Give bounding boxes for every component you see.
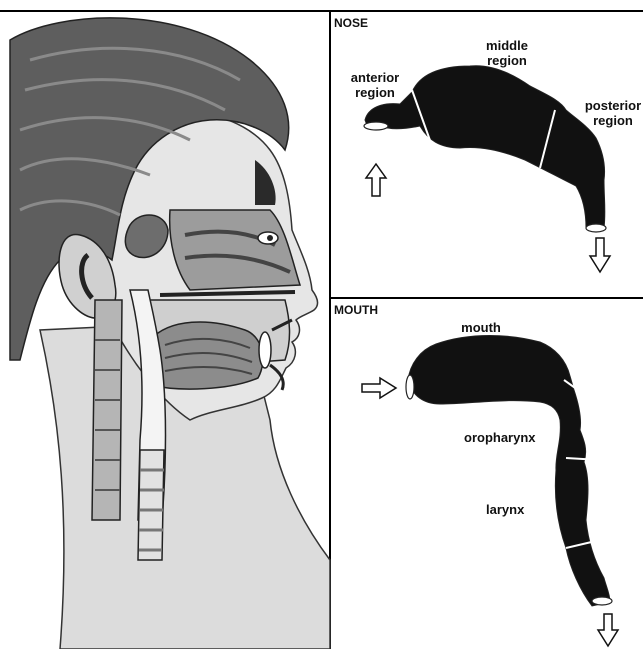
posterior-region-label: posterior region <box>573 98 643 128</box>
arrow-down-icon <box>598 614 618 646</box>
tongue <box>150 322 263 389</box>
mouth-airway-cast <box>362 336 618 647</box>
trachea <box>138 450 164 560</box>
oropharynx-region-label: oropharynx <box>464 430 560 445</box>
cervical-spine <box>92 300 122 520</box>
middle-region-label: middle region <box>472 38 542 68</box>
mouth-panel-heading: MOUTH <box>334 303 378 318</box>
arrow-down-icon <box>590 238 610 272</box>
anterior-region-label: anterior region <box>344 70 406 100</box>
mouth-region-label: mouth <box>446 320 516 335</box>
mouth-inlet <box>406 375 414 399</box>
nose-inlet <box>364 122 388 130</box>
arrow-right-icon <box>362 378 396 398</box>
teeth <box>259 332 271 368</box>
eye-pupil <box>267 235 273 241</box>
nose-panel-heading: NOSE <box>334 16 368 31</box>
larynx-region-label: larynx <box>486 502 546 517</box>
head-cross-section-illustration <box>10 18 330 649</box>
mouth-cast-shape <box>408 336 610 607</box>
nose-outlet <box>586 224 606 232</box>
mouth-outlet <box>592 597 612 605</box>
arrow-up-icon <box>366 164 386 196</box>
